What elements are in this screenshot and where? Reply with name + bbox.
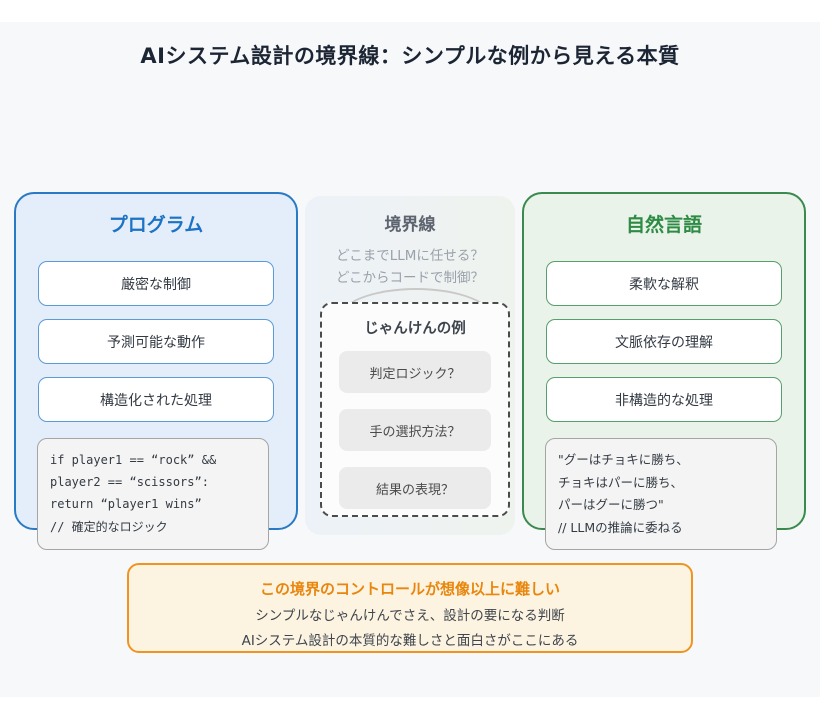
janken-question: 判定ロジック？: [339, 351, 491, 393]
janken-question: 手の選択方法？: [339, 409, 491, 451]
conclusion-line: AIシステム設計の本質的な難しさと面白さがここにある: [241, 633, 579, 649]
prompt-quote-box: "グーはチョキに勝ち、 チョキはパーに勝ち、 パーはグーに勝つ" // LLMの…: [545, 438, 777, 550]
quote-line: "グーはチョキに勝ち、: [558, 452, 689, 467]
janken-example-title: じゃんけんの例: [364, 321, 466, 337]
quote-line: パーはグーに勝つ": [558, 497, 664, 512]
program-item: 厳密な制御: [38, 261, 274, 306]
natural-language-panel-title: 自然言語: [625, 214, 702, 236]
natural-language-item: 文脈依存の理解: [546, 319, 782, 364]
quote-comment-line: // LLMの推論に委ねる: [558, 519, 683, 535]
natural-language-item: 柔軟な解釈: [546, 261, 782, 306]
program-panel: プログラム 厳密な制御 予測可能な動作 構造化された処理: [14, 192, 298, 530]
janken-question: 結果の表現？: [339, 467, 491, 509]
code-line: if player1 == “rock” &&: [50, 453, 217, 467]
conclusion-line: シンプルなじゃんけんでさえ、設計の要になる判断: [255, 608, 565, 624]
program-item: 構造化された処理: [38, 377, 274, 422]
boundary-panel-title: 境界線: [384, 215, 436, 235]
boundary-subtitle: どこまでLLMに任せる？ どこからコードで制御？: [305, 245, 515, 290]
program-item: 予測可能な動作: [38, 319, 274, 364]
natural-language-item: 非構造的な処理: [546, 377, 782, 422]
quote-line: チョキはパーに勝ち、: [558, 474, 684, 490]
code-line: return “player1 wins”: [50, 497, 202, 512]
boundary-subtitle-line: どこからコードで制御？: [335, 270, 485, 287]
conclusion-box: この境界のコントロールが想像以上に難しい シンプルなじゃんけんでさえ、設計の要に…: [127, 563, 693, 653]
code-snippet-box: if player1 == “rock” && player2 == “scis…: [37, 438, 269, 550]
page-title: AIシステム設計の境界線：シンプルな例から見える本質: [140, 44, 680, 68]
code-line: player2 == “scissors”:: [50, 475, 209, 490]
janken-example-box: じゃんけんの例 判定ロジック？ 手の選択方法？ 結果の表現？: [320, 302, 510, 517]
program-panel-title: プログラム: [108, 214, 204, 236]
boundary-subtitle-line: どこまでLLMに任せる？: [336, 248, 484, 264]
code-comment-line: // 確定的なロジック: [50, 519, 168, 534]
conclusion-title: この境界のコントロールが想像以上に難しい: [259, 580, 560, 598]
